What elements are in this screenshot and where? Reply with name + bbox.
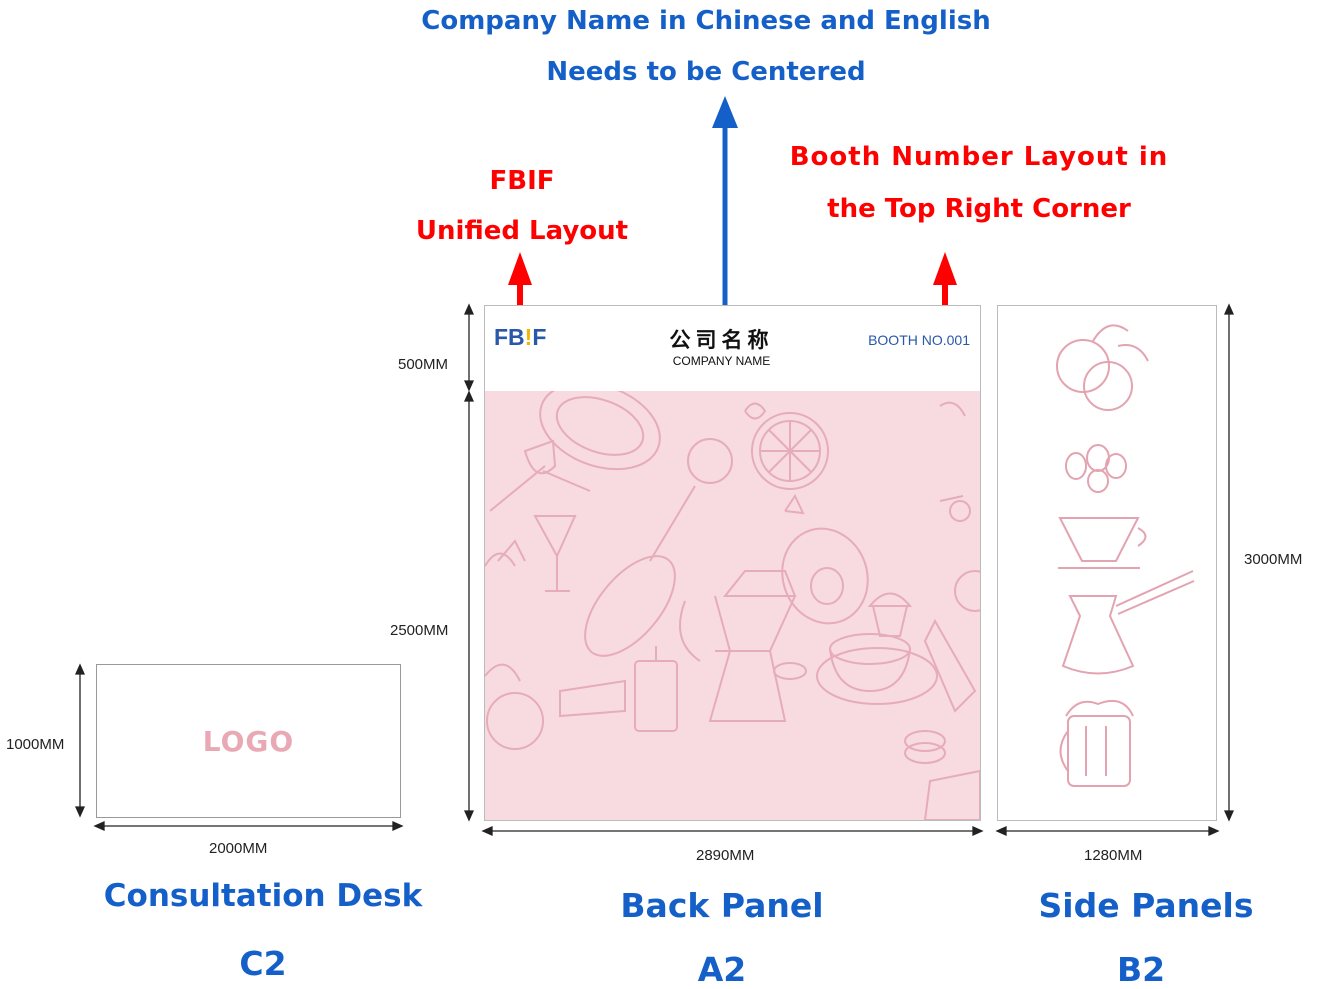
fbif-logo-prefix: FB bbox=[494, 324, 525, 350]
back-width-label: 2890MM bbox=[696, 847, 755, 864]
side-width-label: 1280MM bbox=[1084, 847, 1143, 864]
coffee-pot-icon bbox=[1061, 570, 1195, 675]
fruit-sketch-icon bbox=[1056, 324, 1149, 411]
company-name-en: COMPANY NAME bbox=[672, 354, 771, 368]
desk-logo: LOGO bbox=[202, 725, 295, 758]
side-panel-title: Side Panels bbox=[1038, 886, 1254, 925]
fbif-logo-bang: ! bbox=[524, 324, 533, 350]
side-height-label: 3000MM bbox=[1244, 551, 1303, 568]
right-note-line1: Booth Number Layout in bbox=[789, 142, 1169, 172]
coffee-bean-icon bbox=[1065, 444, 1127, 493]
back-panel-header: FB!F 公司名称 COMPANY NAME BOOTH NO.001 bbox=[485, 306, 980, 391]
fbif-logo-suffix: F bbox=[532, 324, 547, 350]
left-note-line1: FBIF bbox=[489, 166, 555, 196]
consultation-desk: LOGO bbox=[96, 664, 401, 818]
food-sketch-pattern bbox=[485, 391, 980, 820]
back-header-height-label: 500MM bbox=[398, 356, 449, 373]
side-panel bbox=[997, 305, 1217, 821]
company-name-cn: 公司名称 bbox=[669, 328, 774, 352]
top-note-line2: Needs to be Centered bbox=[546, 57, 866, 87]
side-panel-artwork bbox=[1056, 324, 1195, 787]
back-body-height-label: 2500MM bbox=[390, 622, 449, 639]
desk-height-label: 1000MM bbox=[6, 736, 65, 753]
fbif-logo: FB!F bbox=[494, 324, 546, 351]
pour-over-icon bbox=[1058, 517, 1147, 569]
left-note-line2: Unified Layout bbox=[415, 216, 629, 246]
back-panel-artwork bbox=[485, 391, 980, 820]
right-note-line2: the Top Right Corner bbox=[827, 194, 1131, 224]
desk-title: Consultation Desk bbox=[103, 878, 423, 914]
back-panel-code: A2 bbox=[697, 950, 747, 989]
desk-width-label: 2000MM bbox=[209, 840, 268, 857]
back-panel-title: Back Panel bbox=[620, 886, 824, 925]
side-panel-code: B2 bbox=[1116, 950, 1166, 989]
booth-number: BOOTH NO.001 bbox=[868, 332, 970, 348]
beer-mug-icon bbox=[1059, 700, 1134, 787]
top-note-line1: Company Name in Chinese and English bbox=[421, 6, 991, 36]
desk-code: C2 bbox=[239, 944, 287, 983]
back-panel: FB!F 公司名称 COMPANY NAME BOOTH NO.001 bbox=[484, 305, 981, 821]
